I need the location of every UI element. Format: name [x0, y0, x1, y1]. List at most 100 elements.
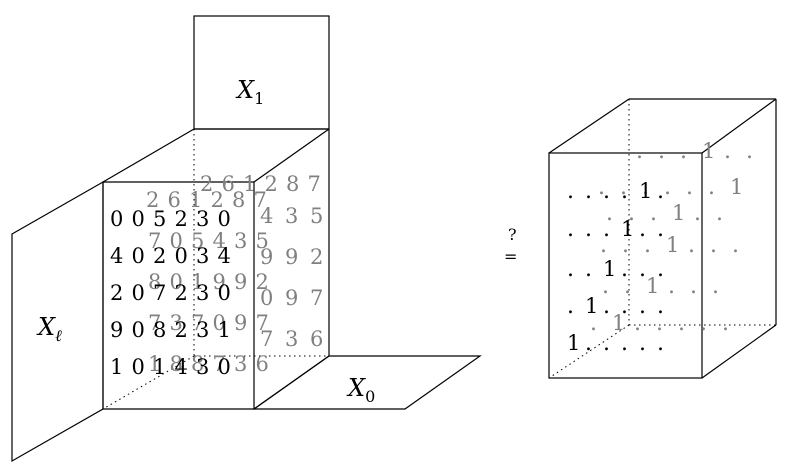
digit-back-top: 2: [265, 172, 278, 196]
digit-middle: 7: [213, 352, 226, 376]
digit-front: 8: [153, 318, 166, 342]
grid-dot: .: [585, 179, 592, 204]
digit-middle: 2: [256, 270, 269, 294]
digit-middle: 6: [256, 352, 269, 376]
digit-front: 1: [218, 318, 231, 342]
grid-dot: .: [639, 294, 646, 319]
digit-middle: 4: [213, 229, 226, 253]
digit-front: 0: [132, 355, 145, 379]
digit-front: 3: [196, 281, 209, 305]
grid-dot: .: [708, 175, 715, 200]
grid-dot: .: [650, 201, 657, 226]
digit-middle: 9: [234, 311, 247, 335]
grid-dot: .: [567, 294, 574, 319]
equals-question: ? =: [504, 225, 517, 266]
grid-dot: .: [585, 331, 592, 356]
digit-front: 2: [110, 281, 123, 305]
digit-side: 9: [285, 286, 298, 310]
digit-side: 0: [260, 286, 273, 310]
grid-dot: .: [657, 179, 664, 204]
diag-one: 1: [612, 311, 625, 335]
label-x0: X0: [346, 374, 375, 406]
digit-side: 7: [260, 327, 273, 351]
digit-front: 9: [110, 318, 123, 342]
grid-dot: .: [724, 139, 731, 164]
grid-dot: .: [634, 311, 641, 336]
grid-dot: .: [636, 139, 643, 164]
digit-front: 2: [153, 244, 166, 268]
diag-one: 1: [730, 175, 743, 199]
grid-dot: .: [621, 257, 628, 282]
digit-front: 4: [218, 244, 231, 268]
face-x0: [252, 355, 482, 410]
digit-front: 0: [218, 355, 231, 379]
equals-sign: =: [504, 247, 517, 266]
grid-dot: .: [598, 175, 605, 200]
grid-dot: .: [621, 331, 628, 356]
diag-one: 1: [621, 217, 634, 241]
diag-one: 1: [567, 331, 580, 355]
digit-front: 3: [196, 355, 209, 379]
grid-dot: .: [688, 233, 695, 258]
grid-dot: .: [722, 311, 729, 336]
digit-front: 2: [175, 207, 188, 231]
grid-dot: .: [710, 233, 717, 258]
identity-dots: ...1........1...1.....1.....1....1......…: [567, 139, 753, 356]
grid-dot: .: [678, 311, 685, 336]
grid-dot: .: [585, 217, 592, 242]
diag-one: 1: [585, 294, 598, 318]
digit-middle: 7: [256, 311, 269, 335]
digit-back-second: 2: [211, 188, 224, 212]
grid-dot: .: [680, 139, 687, 164]
digit-back-second: 2: [146, 188, 159, 212]
digit-middle: 1: [148, 352, 161, 376]
digit-middle: 5: [191, 229, 204, 253]
digit-middle: 0: [170, 270, 183, 294]
grid-dot: .: [567, 257, 574, 282]
grid-dot: .: [657, 294, 664, 319]
right-cube: [548, 98, 777, 379]
digit-front: 1: [153, 355, 166, 379]
digit-front: 2: [175, 318, 188, 342]
grid-dot: .: [664, 175, 671, 200]
face-x1: [193, 15, 330, 130]
grid-dot: .: [642, 175, 649, 200]
digit-front: 3: [196, 244, 209, 268]
digit-side: 4: [260, 204, 273, 228]
grid-dot: .: [657, 331, 664, 356]
grid-dot: .: [603, 217, 610, 242]
question-mark: ?: [508, 225, 517, 244]
grid-dot: .: [700, 311, 707, 336]
digit-middle: 0: [170, 229, 183, 253]
digit-front: 7: [153, 281, 166, 305]
digit-front: 3: [196, 318, 209, 342]
grid-dot: .: [620, 175, 627, 200]
label-x1: X1: [235, 76, 264, 108]
grid-dot: .: [668, 274, 675, 299]
grid-dot: .: [622, 233, 629, 258]
grid-dot: .: [639, 331, 646, 356]
digit-middle: 1: [191, 270, 204, 294]
digit-back-top: 8: [286, 172, 299, 196]
grid-dot: .: [656, 311, 663, 336]
diag-one: 1: [646, 274, 659, 298]
grid-dot: .: [690, 274, 697, 299]
grid-dot: .: [590, 311, 597, 336]
label-xl: Xℓ: [36, 313, 62, 345]
diag-one: 1: [639, 179, 652, 203]
digit-middle: 3: [234, 352, 247, 376]
digit-middle: 7: [191, 311, 204, 335]
digit-back-second: 7: [254, 188, 267, 212]
digit-back-top: 7: [308, 172, 321, 196]
digit-side: 3: [285, 204, 298, 228]
grid-dot: .: [628, 201, 635, 226]
grid-dot: .: [567, 217, 574, 242]
digit-side: 3: [285, 327, 298, 351]
grid-dot: .: [603, 331, 610, 356]
digit-side: 9: [260, 245, 273, 269]
grid-dot: .: [657, 217, 664, 242]
digit-front: 0: [132, 281, 145, 305]
digit-side: 9: [285, 245, 298, 269]
digit-front: 3: [196, 207, 209, 231]
